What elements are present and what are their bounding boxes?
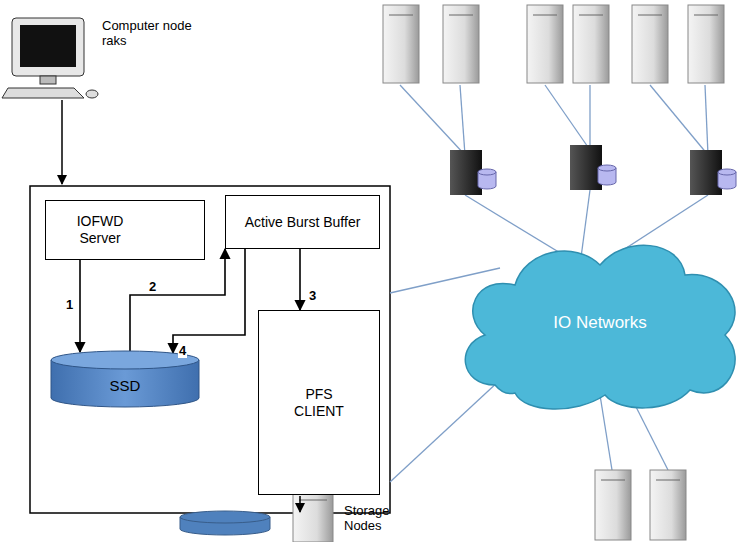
step-number: 2 [148,280,157,294]
flow-arrow [79,260,81,352]
caption-label: Storage Nodes [344,503,414,533]
input-arrow [61,100,63,184]
storage-arrow [299,496,301,512]
node-text: IOFWD Server [56,211,144,249]
process-box: IOFWD Server [45,200,205,260]
computer-icon [2,18,98,98]
caption-label: Computer node raks [102,18,192,48]
node-text: IO Networks [549,312,651,333]
step-number: 1 [65,298,74,312]
storage-cylinder: SSD [50,350,200,408]
enclosure [30,186,390,513]
storage-disk [180,511,270,535]
node-text: SSD [106,375,145,396]
process-box: Active Burst Buffer [225,195,380,249]
step-number: 3 [308,289,317,303]
node-text: PFS CLIENT [280,384,358,422]
flow-arrow [299,249,301,310]
node-text: Active Burst Buffer [241,212,365,233]
process-box: PFS CLIENT [258,310,380,495]
io-servers [450,145,736,195]
flow-arrow [173,249,245,353]
step-number: 4 [178,344,187,358]
network-cloud: IO Networks [455,235,745,410]
